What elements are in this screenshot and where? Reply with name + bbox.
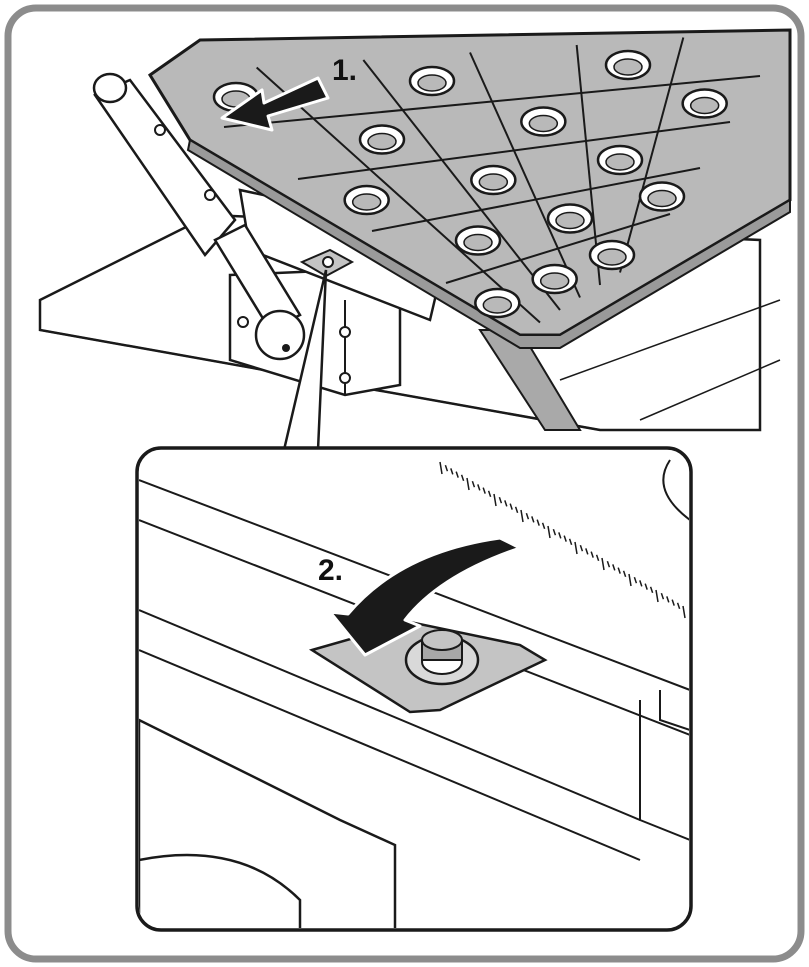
curved-arrow-icon — [328, 536, 522, 657]
ruler-tick — [498, 496, 503, 504]
ruler-tick — [493, 493, 497, 507]
table-hole-inner — [555, 211, 585, 230]
ruler-tick — [617, 567, 621, 574]
table-top-edge — [186, 138, 791, 349]
ruler-tick — [477, 484, 481, 491]
ruler-tick — [660, 592, 665, 600]
ruler-tick — [460, 474, 465, 482]
ruler-tick — [482, 487, 486, 494]
ruler-tick — [487, 490, 492, 498]
ruler-tick — [563, 535, 567, 542]
bench-line — [559, 299, 781, 381]
screw-icon — [204, 189, 216, 201]
ruler-tick — [536, 519, 540, 526]
step-1-label: 1. — [332, 54, 357, 87]
ruler-tick — [649, 586, 654, 594]
lever-knob — [92, 72, 128, 104]
grid-line — [223, 75, 761, 128]
bench-line — [639, 359, 781, 421]
rail-step — [639, 700, 689, 841]
ruler-tick — [520, 509, 524, 523]
table-hole-inner — [351, 193, 382, 211]
screw-icon — [237, 316, 249, 328]
rail-line — [139, 609, 641, 821]
ruler-tick — [541, 522, 546, 530]
ruler-tick — [601, 557, 605, 571]
ruler-tick — [612, 564, 616, 571]
table-hole-inner — [539, 272, 570, 290]
lever-pivot — [254, 309, 306, 361]
ruler-tick — [585, 548, 589, 555]
ruler-tick — [666, 596, 670, 603]
table-hole-inner — [463, 233, 493, 252]
table-hole-inner — [597, 248, 627, 266]
ruler-tick — [509, 503, 513, 510]
ruler-tick — [639, 580, 643, 587]
ruler-tick — [514, 506, 519, 514]
bolt-top — [421, 629, 463, 651]
ruler-tick — [574, 541, 578, 555]
table-hole-inner — [647, 189, 677, 208]
overview-illustration: 1. — [38, 28, 792, 452]
ruler-tick — [568, 538, 573, 546]
tab-bolt — [322, 256, 334, 268]
ruler-tick — [633, 576, 638, 584]
detail-inset: 2. — [135, 446, 693, 932]
table-hole-inner — [689, 96, 720, 115]
ruler-tick — [655, 589, 659, 603]
ruler-tick — [444, 464, 449, 472]
table-holes — [212, 49, 728, 319]
screw-icon — [282, 344, 290, 352]
lever-link — [213, 223, 302, 332]
ruler-tick — [644, 583, 648, 590]
grid-line — [445, 213, 671, 284]
ruler-tick — [547, 525, 551, 539]
ruler-tick — [455, 471, 459, 478]
ruler-tick — [682, 605, 686, 619]
ruler-tick — [628, 573, 632, 587]
table-hole-inner — [367, 132, 397, 151]
rail-line — [139, 649, 641, 861]
scale-ruler — [439, 461, 686, 619]
grid-line — [371, 167, 701, 232]
lever-arm-detail — [139, 853, 302, 928]
ruler-tick — [558, 532, 562, 539]
ruler-tick — [471, 480, 476, 488]
ruler-tick — [579, 544, 584, 552]
screw-icon — [339, 372, 351, 384]
ruler-tick — [606, 560, 611, 568]
grid-line — [469, 52, 581, 298]
arrow-left-icon — [220, 76, 330, 132]
ruler-tick — [595, 554, 600, 562]
grid-line — [619, 37, 685, 273]
ruler-tick — [552, 528, 557, 536]
grid-line — [255, 66, 541, 324]
ruler-tick — [450, 468, 454, 475]
table-hole-inner — [605, 153, 635, 171]
ruler-tick — [439, 461, 443, 475]
ruler-tick — [504, 500, 508, 507]
grid-line — [297, 121, 731, 180]
ruler-tick — [525, 512, 530, 520]
ruler-tick — [531, 516, 535, 523]
ruler-tick — [676, 602, 681, 610]
table-hole-inner — [528, 114, 559, 133]
rail-step — [659, 690, 689, 731]
grid-line — [362, 59, 561, 311]
table-hole-inner — [417, 74, 447, 92]
screw-icon — [154, 124, 166, 136]
screw-icon — [339, 326, 351, 338]
step-2-label: 2. — [318, 554, 343, 587]
table-hole-inner — [478, 173, 509, 191]
table-hole-inner — [613, 58, 643, 76]
ruler-tick — [671, 599, 675, 606]
table-hole-inner — [482, 296, 513, 314]
ruler-tick — [466, 477, 470, 491]
ruler-tick — [590, 551, 594, 558]
ruler-tick — [622, 570, 627, 578]
table-corner-arc — [662, 459, 689, 521]
